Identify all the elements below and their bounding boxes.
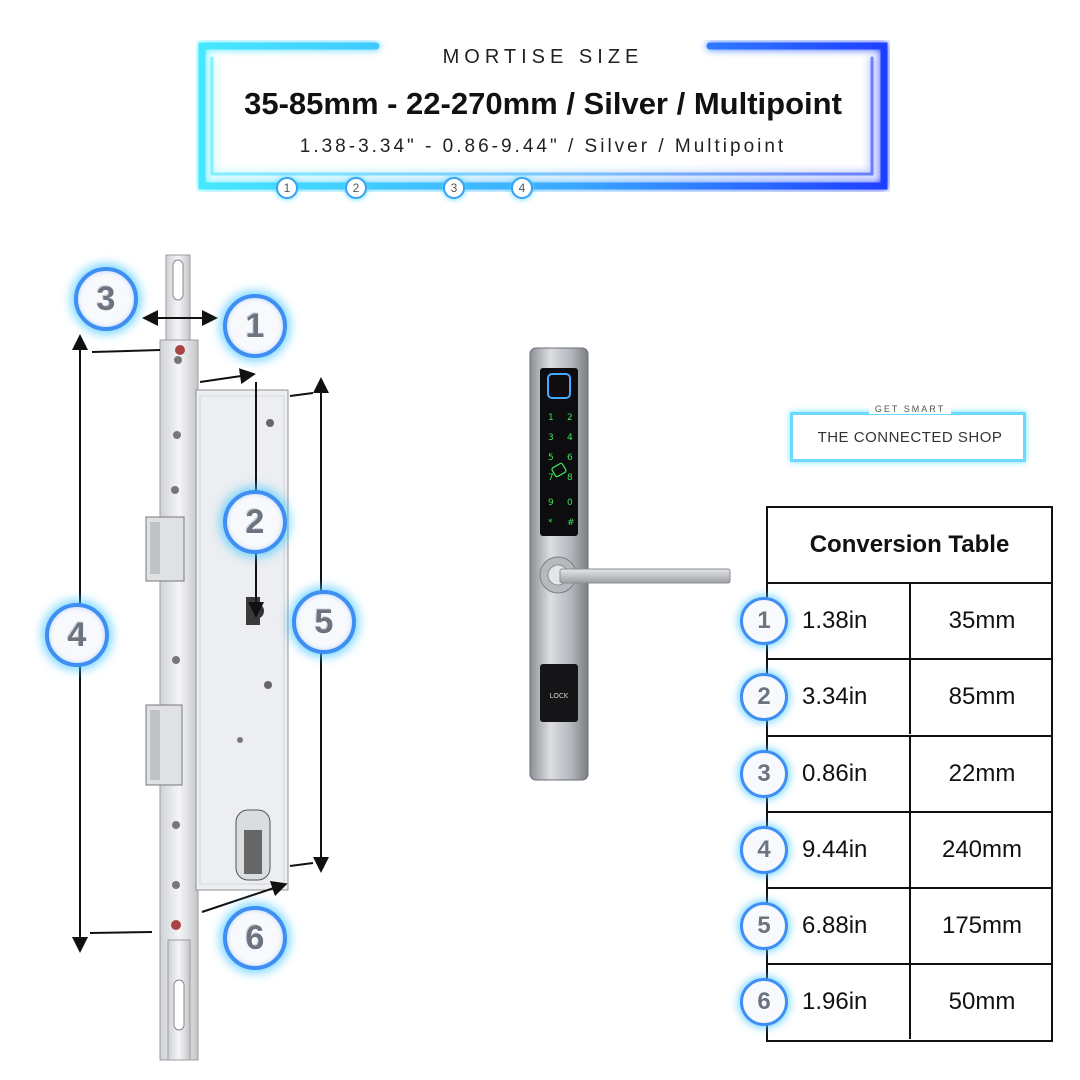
smart-lock-handle: 1 2 3 4 5 6 7 8 9 0 * # LOCK — [529, 347, 731, 781]
latch-bolts — [145, 516, 185, 786]
cell-inches: 9.44in — [802, 836, 868, 863]
dimension-badge-4: 4 — [45, 603, 109, 667]
table-row: 3 0.86in 22mm — [740, 735, 1053, 811]
header-kicker: MORTISE SIZE — [442, 46, 644, 68]
cell-mm: 35mm — [909, 584, 1053, 658]
cell-mm: 50mm — [909, 965, 1053, 1039]
dimension-badge-3: 3 — [74, 267, 138, 331]
keypad-key-7: 8 — [567, 473, 573, 483]
row-badge: 2 — [740, 673, 788, 721]
cell-mm: 175mm — [909, 889, 1053, 963]
keypad-key-6: 7 — [548, 473, 554, 483]
conversion-table: Conversion Table 1 1.38in 35mm 2 3.34in … — [740, 506, 1053, 1042]
table-row: 2 3.34in 85mm — [740, 658, 1053, 734]
keypad-digits: 1 2 3 4 5 6 7 8 9 0 * # — [548, 413, 575, 528]
mini-badge-4: 4 — [511, 177, 533, 199]
row-badge: 3 — [740, 750, 788, 798]
conversion-table-title: Conversion Table — [809, 530, 1010, 558]
brand-logo: GET SMART THE CONNECTED SHOP — [790, 404, 1030, 464]
row-badge: 4 — [740, 826, 788, 874]
dimension-badge-2: 2 — [223, 490, 287, 554]
cell-inches: 3.34in — [802, 683, 868, 710]
row-badge: 5 — [740, 902, 788, 950]
cell-mm: 240mm — [909, 813, 1053, 887]
faceplate — [159, 254, 199, 1061]
lock-body — [195, 389, 289, 891]
faceplate-screws — [171, 345, 185, 930]
keypad-key-1: 2 — [567, 413, 573, 423]
mini-badge-1: 1 — [276, 177, 298, 199]
logo-name: THE CONNECTED SHOP — [817, 429, 1003, 446]
dimension-badge-1: 1 — [223, 294, 287, 358]
cell-inches: 0.86in — [802, 760, 868, 787]
keypad-key-9: 0 — [567, 498, 573, 508]
neon-frame — [198, 42, 888, 190]
mini-badge-3: 3 — [443, 177, 465, 199]
keypad-key-2: 3 — [548, 433, 554, 443]
row-badge: 6 — [740, 978, 788, 1026]
cell-mm: 85mm — [909, 660, 1053, 734]
header-title: 35-85mm - 22-270mm / Silver / Multipoint — [244, 86, 842, 121]
table-row: 1 1.38in 35mm — [740, 582, 1053, 658]
cell-inches: 1.38in — [802, 607, 868, 634]
keypad-key-10: * — [548, 518, 553, 528]
mini-badge-2: 2 — [345, 177, 367, 199]
header-subtitle: 1.38-3.34" - 0.86-9.44" / Silver / Multi… — [299, 136, 787, 157]
table-row: 4 9.44in 240mm — [740, 811, 1053, 887]
dimension-lines — [72, 310, 329, 953]
keypad-key-11: # — [567, 518, 575, 528]
keypad-key-4: 5 — [548, 453, 554, 463]
mortise-lock-diagram — [72, 254, 329, 1061]
logo-tagline: GET SMART — [868, 404, 952, 414]
dimension-badge-6: 6 — [223, 906, 287, 970]
row-badge: 1 — [740, 597, 788, 645]
cell-inches: 1.96in — [802, 988, 868, 1015]
cell-mm: 22mm — [909, 737, 1053, 811]
lock-label: LOCK — [550, 692, 569, 700]
keypad-key-3: 4 — [567, 433, 573, 443]
keypad-key-0: 1 — [548, 413, 554, 423]
table-row: 6 1.96in 50mm — [740, 963, 1053, 1039]
header-banner: MORTISE SIZE 35-85mm - 22-270mm / Silver… — [196, 40, 890, 199]
dimension-badge-5: 5 — [292, 590, 356, 654]
cell-inches: 6.88in — [802, 912, 868, 939]
keypad-key-5: 6 — [567, 453, 573, 463]
table-row: 5 6.88in 175mm — [740, 887, 1053, 963]
keypad-key-8: 9 — [548, 498, 554, 508]
